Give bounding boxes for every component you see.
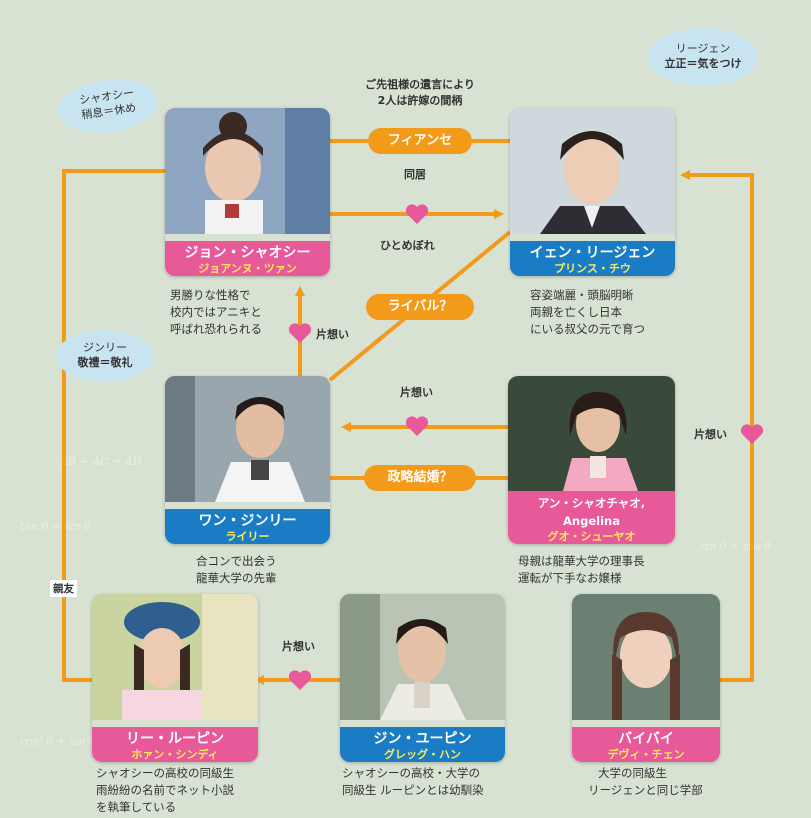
character-card-jinli: ワン・ジンリー ライリー [165,376,330,544]
bubble-line: リージェン [675,42,731,55]
character-name: ワン・ジンリー [198,513,297,529]
rival-pill: ライバル？ [366,294,474,320]
character-card-lizhen: イェン・リージェン プリンス・チウ [510,108,675,276]
character-card-angelina: アン・シャオチャオ, Angelina グオ・シューヤオ [508,376,675,544]
description-line: シャオシーの高校の同級生 [96,766,234,780]
description-line: にいる叔父の元で育つ [530,322,645,336]
description-yupin: シャオシーの高校・大学の 同級生 ルーピンとは幼馴染 [342,765,484,799]
bubble-line: 敬禮＝敬礼 [77,356,133,369]
character-name: ジン・ユーピン [373,731,472,747]
nameplate-angelina: アン・シャオチャオ, Angelina グオ・シューヤオ [508,491,675,544]
character-name: イェン・リージェン [529,245,656,261]
description-line: 呼ばれ恐れられる [170,322,262,336]
heart-icon [405,416,429,436]
actor-name: ホァン・シンディ [131,748,219,761]
actor-name: デヴィ・チェン [607,748,685,761]
actor-name: ジョアンヌ・ツァン [198,262,297,275]
background-scribble: tan θ = sin θ [20,520,91,533]
description-line: 大学の同級生 [598,766,667,780]
bubble-line: ジンリー [83,341,127,354]
character-name: リー・ルーピン [126,731,224,747]
description-angelina: 母親は龍華大学の理事長 運転が下手なお嬢様 [518,553,645,587]
description-lupin: シャオシーの高校の同級生 雨紛紛の名前でネット小説 を執筆している [96,765,234,816]
actor-name: プリンス・チウ [554,262,631,275]
portrait-yupin [340,594,505,720]
actor-name: ライリー [225,530,270,543]
heart-icon [288,670,312,690]
background-scribble: cos² θ + sin² [20,735,90,748]
fiance-note-line: ご先祖様の遺言により [365,78,475,91]
description-line: 両親を亡くし日本 [530,305,622,319]
kataomoi-label-yupin: 片想い [282,640,315,653]
portrait-lupin [92,594,258,720]
character-name: バイバイ [618,731,674,747]
hitomebore-label: ひとめぼれ [380,239,435,252]
portrait-jinli [165,376,330,502]
actor-name: グレッグ・ハン [384,748,461,761]
nameplate-lizhen: イェン・リージェン プリンス・チウ [510,241,675,276]
nameplate-jinli: ワン・ジンリー ライリー [165,509,330,544]
nameplate-baibai: バイバイ デヴィ・チェン [572,727,720,762]
seiryaku-pill: 政略結婚？ [364,465,476,491]
bubble-line: 立正＝気をつけ [664,57,742,70]
description-line: 容姿端麗・頭脳明晰 [530,288,634,302]
portrait-baibai [572,594,720,720]
description-line: 雨紛紛の名前でネット小説 [96,783,234,797]
description-xiaoxi: 男勝りな性格で 校内ではアニキと 呼ばれ恐れられる [170,287,262,338]
description-line: 運転が下手なお嬢様 [518,571,622,585]
description-line: リージェンと同じ学部 [588,783,703,797]
portrait-lizhen [510,108,675,234]
description-line: 母親は龍華大学の理事長 [518,554,645,568]
character-name: アン・シャオチャオ, Angelina [537,496,646,528]
heart-icon [740,424,764,444]
description-line: 龍華大学の先輩 [196,571,277,585]
description-line: 同級生 ルーピンとは幼馴染 [342,783,484,797]
heart-icon [288,323,312,343]
bubble-jinli: ジンリー 敬禮＝敬礼 [56,330,154,382]
description-lizhen: 容姿端麗・頭脳明晰 両親を亡くし日本 にいる叔父の元で育つ [530,287,645,338]
description-baibai: 大学の同級生 リージェンと同じ学部 [588,765,703,799]
actor-name: グオ・シューヤオ [547,530,636,543]
fiance-note: ご先祖様の遺言により 2人は許嫁の間柄 [350,76,490,108]
description-jinli: 合コンで出会う 龍華大学の先輩 [196,553,277,587]
character-card-baibai: バイバイ デヴィ・チェン [572,594,720,762]
fiance-note-line: 2人は許嫁の間柄 [377,94,463,107]
bubble-lizhen: リージェン 立正＝気をつけ [648,28,758,86]
description-line: 校内ではアニキと [170,305,262,319]
character-card-lupin: リー・ルーピン ホァン・シンディ [92,594,258,762]
character-card-yupin: ジン・ユーピン グレッグ・ハン [340,594,505,762]
nameplate-yupin: ジン・ユーピン グレッグ・ハン [340,727,505,762]
description-line: を執筆している [96,800,177,814]
nameplate-xiaoxi: ジョン・シャオシー ジョアンヌ・ツァン [165,241,330,276]
character-card-xiaoxi: ジョン・シャオシー ジョアンヌ・ツァン [165,108,330,276]
nameplate-lupin: リー・ルーピン ホァン・シンディ [92,727,258,762]
fiance-pill: フィアンセ [368,128,472,154]
description-line: 合コンで出会う [196,554,277,568]
shinyu-label: 親友 [50,580,77,597]
dokyo-label: 同居 [404,168,426,181]
portrait-xiaoxi [165,108,330,234]
character-name: ジョン・シャオシー [184,245,311,261]
description-line: 男勝りな性格で [170,288,251,302]
kataomoi-label-jinli: 片想い [316,328,349,341]
background-scribble: AB + AC = AD [60,455,142,468]
heart-icon [405,204,429,224]
description-line: シャオシーの高校・大学の [342,766,480,780]
portrait-angelina [508,376,675,502]
kataomoi-label-angelina: 片想い [400,386,433,399]
kataomoi-label-baibai: 片想い [694,428,727,441]
